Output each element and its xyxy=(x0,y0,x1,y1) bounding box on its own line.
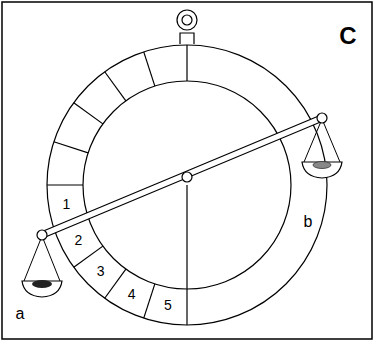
scale-number: 2 xyxy=(74,233,82,247)
pan-label: a xyxy=(16,306,25,322)
scale-number: 3 xyxy=(97,264,105,278)
panel-letter: C xyxy=(339,24,356,48)
scale-number: 4 xyxy=(128,287,136,301)
scale-number: 5 xyxy=(164,298,172,312)
pan-label: b xyxy=(304,214,313,230)
scale-number: 1 xyxy=(63,197,71,211)
